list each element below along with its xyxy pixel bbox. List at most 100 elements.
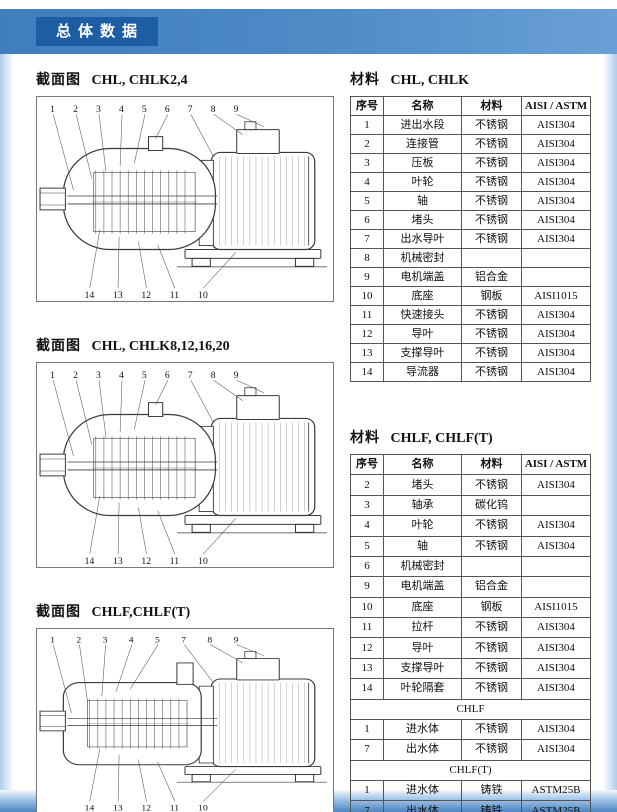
row-number: 13 <box>350 657 384 680</box>
row-number: 7 <box>350 229 384 249</box>
part-name: 支撑导叶 <box>383 657 462 680</box>
part-name: 压板 <box>383 153 462 173</box>
svg-text:8: 8 <box>211 371 216 381</box>
row-number: 13 <box>350 343 384 363</box>
standard-code <box>521 267 591 287</box>
svg-text:14: 14 <box>85 803 95 812</box>
section-label: 材料 <box>350 71 380 87</box>
standard-code: AISI304 <box>521 739 591 761</box>
standard-code: AISI304 <box>521 362 591 382</box>
part-name: 连接管 <box>383 134 462 154</box>
column-header: 序号 <box>350 453 384 476</box>
material-name: 铸铁 <box>461 800 522 812</box>
part-name: 机械密封 <box>383 555 462 578</box>
svg-text:1: 1 <box>50 635 55 644</box>
section-label: 截面图 <box>36 603 81 619</box>
svg-text:9: 9 <box>234 371 239 381</box>
row-number: 9 <box>350 576 384 598</box>
svg-text:2: 2 <box>76 635 81 644</box>
row-number: 12 <box>350 637 384 659</box>
part-name: 电机端盖 <box>383 576 462 598</box>
standard-code <box>521 555 591 578</box>
row-number: 10 <box>350 596 384 619</box>
svg-text:2: 2 <box>73 371 78 381</box>
row-number: 1 <box>350 115 384 135</box>
material-name: 不锈钢 <box>461 535 522 557</box>
group-row: CHLF(T) <box>350 759 591 782</box>
row-number: 14 <box>350 362 384 382</box>
svg-text:7: 7 <box>188 105 193 115</box>
standard-code: AISI304 <box>521 637 591 659</box>
column-header: 名称 <box>383 96 462 116</box>
standard-code: AISI304 <box>521 718 591 741</box>
material-name: 不锈钢 <box>461 229 522 249</box>
svg-text:7: 7 <box>188 371 193 381</box>
svg-text:13: 13 <box>113 557 123 567</box>
section-title: 截面图 CHL, CHLK8,12,16,20 <box>36 336 334 356</box>
standard-code: AISI304 <box>521 678 591 700</box>
material-name <box>461 555 522 578</box>
part-name: 叶轮 <box>383 515 462 537</box>
standard-code: AISI304 <box>521 134 591 154</box>
standard-code: AISI304 <box>521 172 591 192</box>
material-name: 铸铁 <box>461 779 522 802</box>
svg-text:4: 4 <box>119 105 124 115</box>
row-number: 3 <box>350 494 384 517</box>
row-number: 7 <box>350 800 384 812</box>
section-models: CHLF,CHLF(T) <box>91 605 191 620</box>
material-name: 铝合金 <box>461 576 522 598</box>
svg-text:2: 2 <box>73 105 78 115</box>
svg-text:9: 9 <box>234 105 239 115</box>
part-name: 堵头 <box>383 210 462 230</box>
row-number: 7 <box>350 739 384 761</box>
header-bar: 总体数据 <box>0 9 617 54</box>
part-name: 出水体 <box>383 800 462 812</box>
page-title: 总体数据 <box>36 17 159 46</box>
material-name: 不锈钢 <box>461 515 522 537</box>
svg-text:6: 6 <box>165 105 170 115</box>
svg-text:5: 5 <box>142 105 147 115</box>
row-number: 9 <box>350 267 384 287</box>
part-name: 进水体 <box>383 779 462 802</box>
svg-text:10: 10 <box>198 557 208 567</box>
material-name: 碳化钨 <box>461 494 522 517</box>
part-name: 底座 <box>383 596 462 619</box>
svg-text:4: 4 <box>119 371 124 381</box>
part-name: 进出水段 <box>383 115 462 135</box>
row-number: 3 <box>350 153 384 173</box>
row-number: 8 <box>350 248 384 268</box>
part-name: 拉杆 <box>383 616 462 639</box>
material-name: 不锈钢 <box>461 210 522 230</box>
part-name: 叶轮 <box>383 172 462 192</box>
standard-code: ASTM25B <box>521 779 591 802</box>
part-name: 堵头 <box>383 474 462 496</box>
material-name: 不锈钢 <box>461 718 522 741</box>
svg-text:9: 9 <box>234 635 239 644</box>
standard-code <box>521 494 591 517</box>
material-name: 不锈钢 <box>461 474 522 496</box>
left-edge-decoration <box>0 54 14 812</box>
standard-code <box>521 576 591 598</box>
svg-text:12: 12 <box>141 291 151 301</box>
svg-text:7: 7 <box>181 635 186 644</box>
